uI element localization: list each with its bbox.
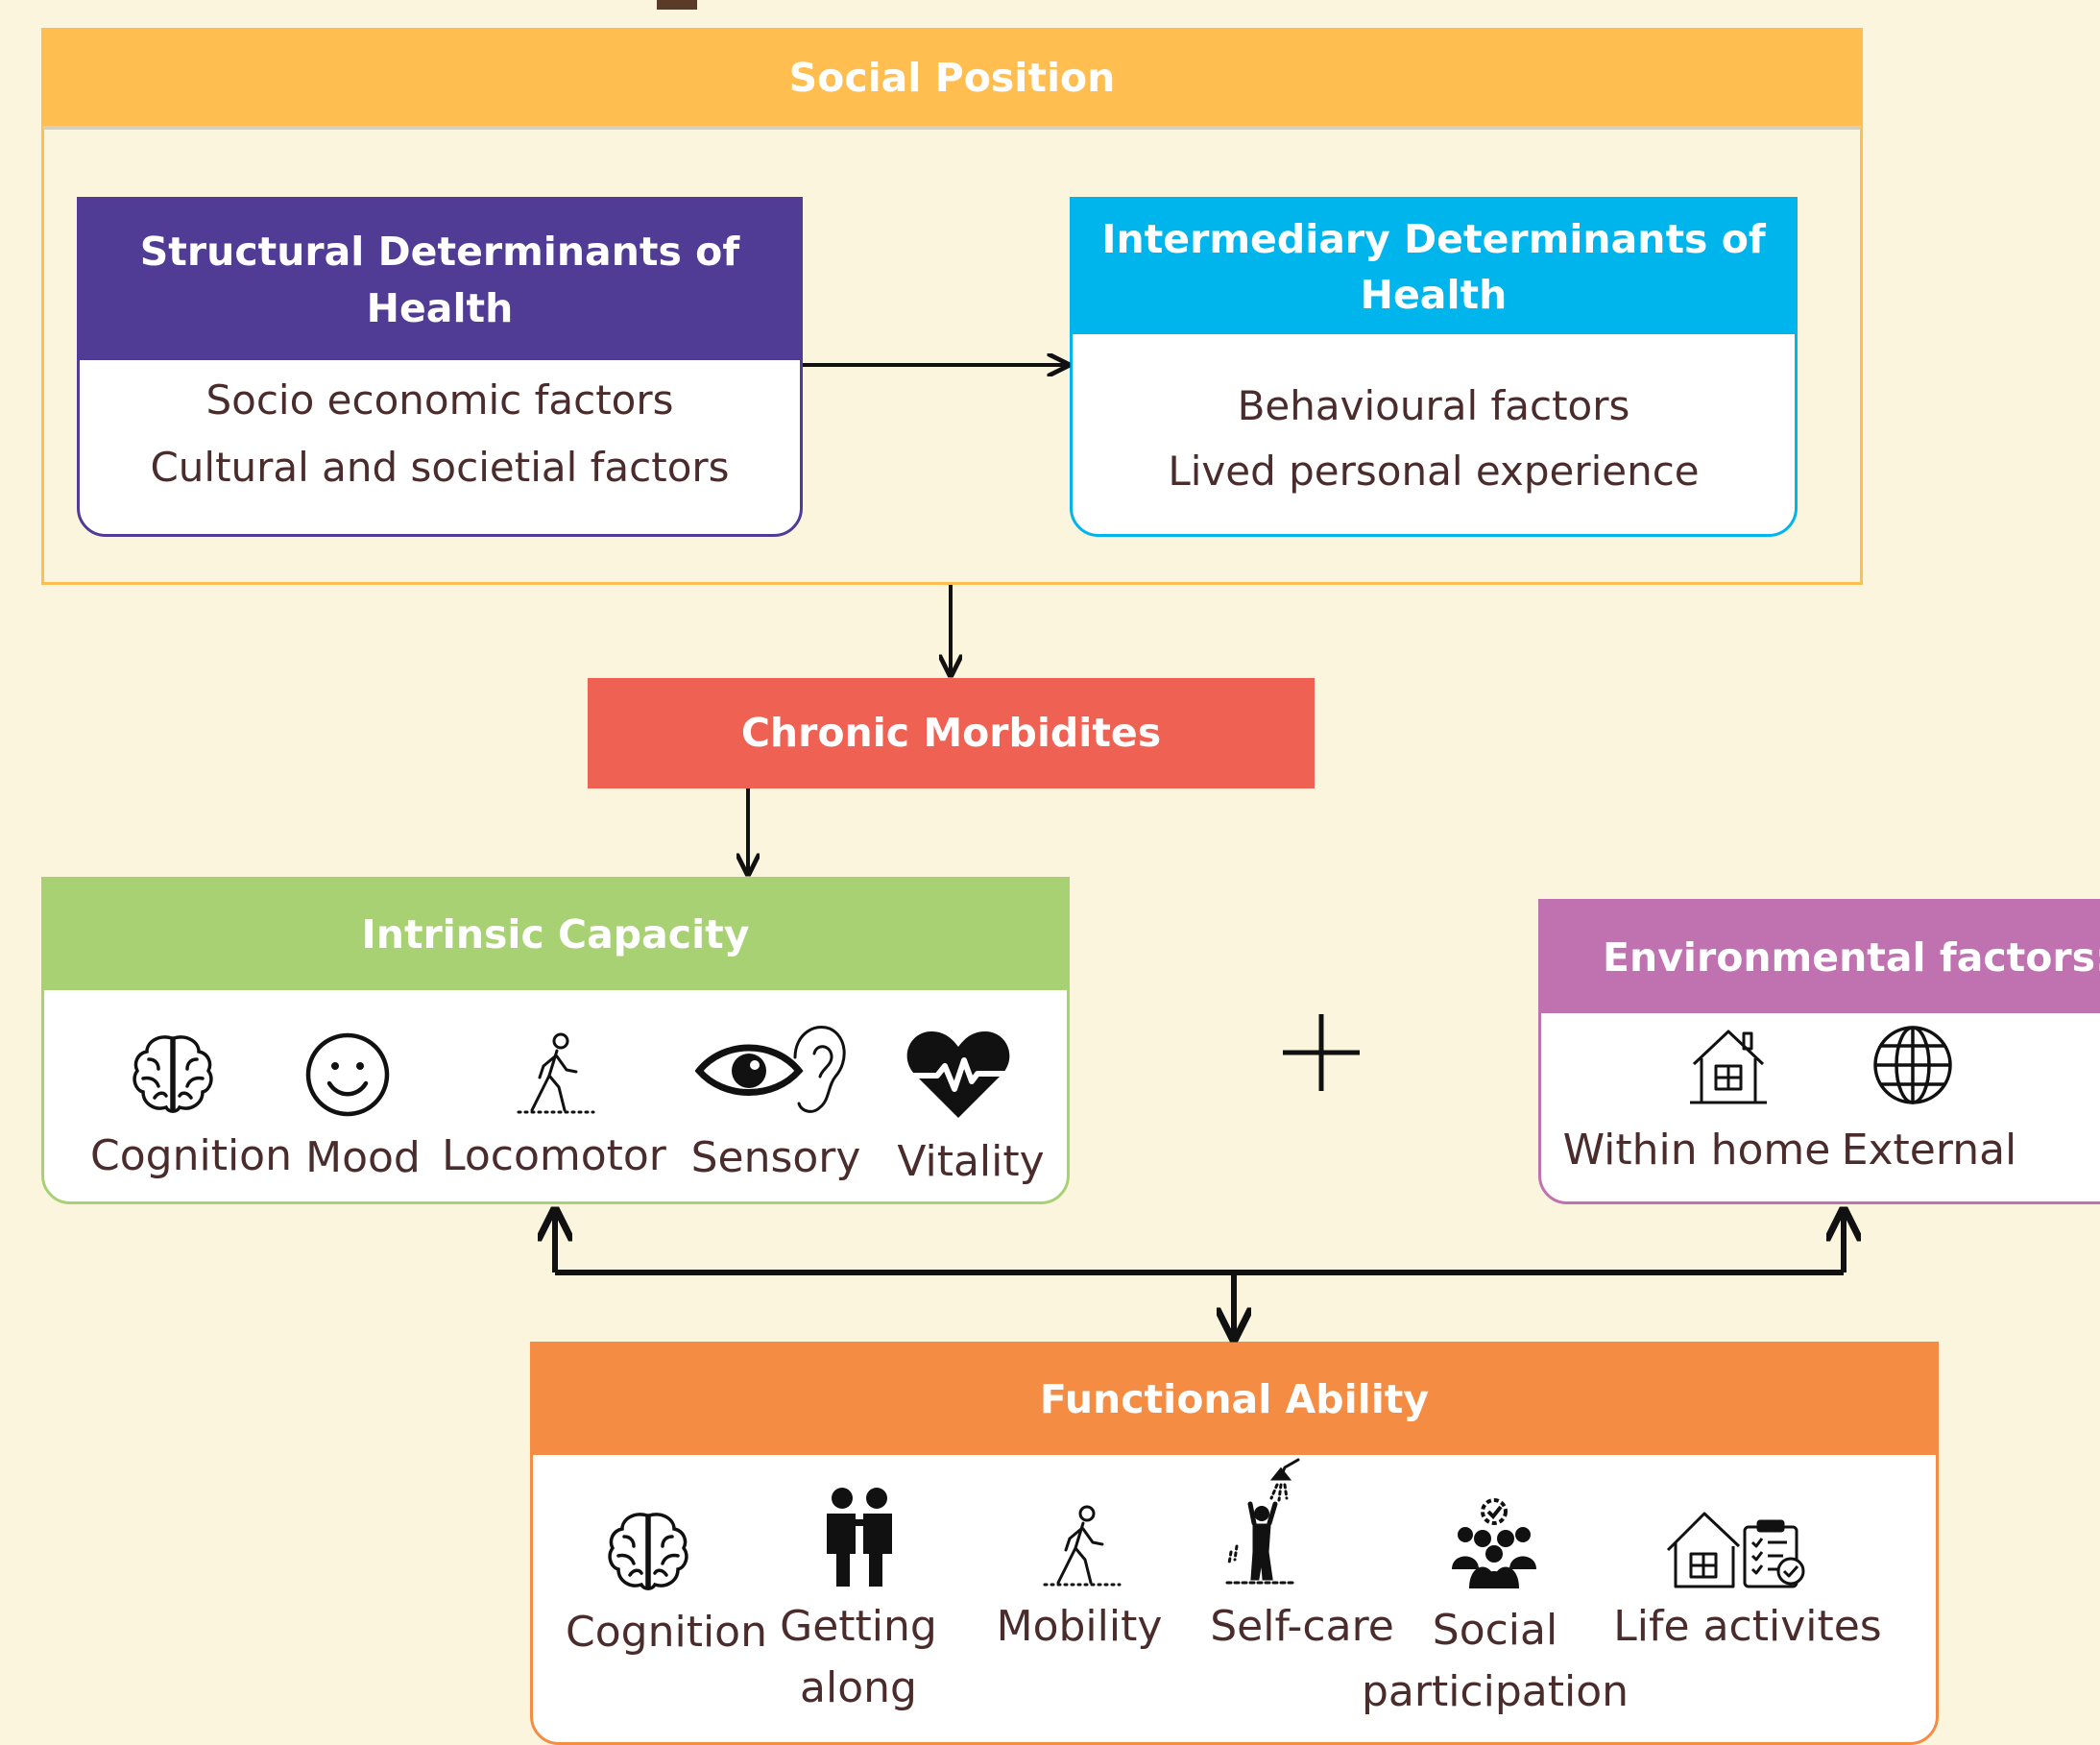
structural-determinants-title: Structural Determinants of Health	[139, 229, 740, 331]
environmental-factors-header: Environmental factors:	[1541, 902, 2100, 1013]
brain-icon	[605, 1508, 691, 1594]
globe-icon	[1871, 1024, 1954, 1106]
group-people-icon	[1444, 1494, 1544, 1590]
functional-label-mobility: Mobility	[996, 1602, 1163, 1651]
intermediary-determinants-title: Intermediary Determinants of Health	[1101, 215, 1766, 318]
house-icon	[1688, 1026, 1769, 1104]
functional-ability-title: Functional Ability	[1039, 1376, 1430, 1423]
intrinsic-capacity-header: Intrinsic Capacity	[44, 880, 1067, 990]
walking-person-icon	[1041, 1504, 1123, 1590]
structural-determinants-header: Structural Determinants of Health	[80, 200, 800, 360]
shower-person-icon	[1221, 1456, 1302, 1587]
title-fragment	[657, 0, 697, 10]
plus-symbol	[1283, 1014, 1360, 1091]
functional-label-cognition: Cognition	[566, 1608, 767, 1657]
social-position-title: Social Position	[788, 54, 1116, 101]
chronic-morbidities-box: Chronic Morbidites	[588, 678, 1315, 788]
walking-person-icon	[515, 1031, 597, 1118]
two-people-icon	[821, 1487, 898, 1588]
intrinsic-label-locomotor: Locomotor	[442, 1131, 666, 1180]
intrinsic-label-mood: Mood	[305, 1133, 421, 1182]
smiley-icon	[303, 1030, 392, 1119]
functional-label-getting-along: Getting along	[780, 1602, 937, 1712]
functional-label-self-care: Self-care	[1210, 1602, 1394, 1651]
structural-item-cultural: Cultural and societial factors	[150, 444, 730, 491]
structural-determinants-box: Structural Determinants of Health Socio …	[77, 197, 803, 537]
functional-label-life-activities: Life activites	[1613, 1602, 1882, 1651]
intrinsic-label-sensory: Sensory	[690, 1133, 861, 1182]
brain-icon	[130, 1030, 216, 1117]
intrinsic-label-vitality: Vitality	[897, 1137, 1045, 1186]
environmental-label-external: External	[1841, 1126, 2017, 1175]
functional-ability-header: Functional Ability	[533, 1345, 1936, 1455]
eye-ear-icon	[695, 1019, 853, 1119]
intrinsic-label-cognition: Cognition	[90, 1131, 292, 1180]
intermediary-item-behavioural: Behavioural factors	[1237, 382, 1630, 429]
social-position-header: Social Position	[43, 30, 1861, 130]
intermediary-determinants-header: Intermediary Determinants of Health	[1073, 200, 1795, 334]
intermediary-item-lived-experience: Lived personal experience	[1168, 448, 1700, 495]
environmental-label-within-home: Within home	[1562, 1126, 1831, 1175]
heart-pulse-icon	[905, 1028, 1012, 1120]
environmental-factors-title: Environmental factors:	[1603, 933, 2100, 981]
intermediary-determinants-box: Intermediary Determinants of Health Beha…	[1070, 197, 1798, 537]
environmental-factors-box: Environmental factors:	[1538, 899, 2100, 1204]
house-checklist-icon	[1664, 1508, 1808, 1588]
functional-label-social-participation: Social participation	[1361, 1606, 1629, 1716]
intrinsic-capacity-title: Intrinsic Capacity	[361, 911, 750, 958]
chronic-morbidities-title: Chronic Morbidites	[740, 710, 1162, 757]
structural-item-socio-economic: Socio economic factors	[205, 376, 674, 424]
